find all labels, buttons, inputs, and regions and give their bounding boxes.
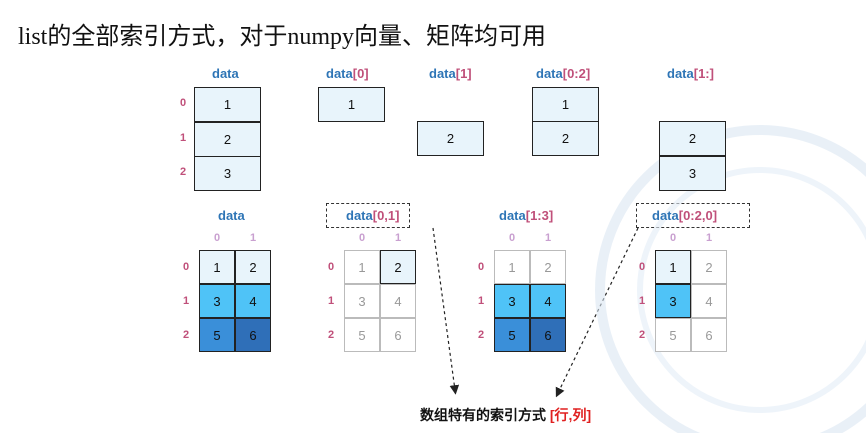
- matrix-0-col-index-0: 0: [213, 232, 221, 244]
- matrix-3-cell-2-0: 5: [655, 318, 691, 352]
- matrix-3-row-index-0: 0: [638, 261, 646, 273]
- vector-row-index-1: 1: [179, 132, 187, 144]
- vector-label-2-index: [1]: [455, 66, 472, 81]
- vector-label-4-base: data: [667, 66, 694, 81]
- highlight-box-0-1: [326, 203, 410, 228]
- vector-label-0-base: data: [212, 66, 239, 81]
- matrix-2-row-index-0: 0: [477, 261, 485, 273]
- matrix-3-cell-0-0: 1: [655, 250, 691, 284]
- matrix-label-2: data[1:3]: [499, 208, 553, 223]
- arrow-left: [432, 227, 460, 395]
- footnote: 数组特有的索引方式 [行,列]: [420, 405, 591, 425]
- matrix-1-cell-0-1: 2: [380, 250, 416, 284]
- matrix-1-cell-1-1: 4: [380, 284, 416, 318]
- vector-data-cell-2: 3: [194, 156, 261, 191]
- vector-label-3-base: data: [536, 66, 563, 81]
- matrix-2-col-index-1: 1: [544, 232, 552, 244]
- vector-label-3-index: [0:2]: [562, 66, 591, 81]
- matrix-3-cell-2-1: 6: [691, 318, 727, 352]
- vector-slice1end-cell-1: 3: [659, 156, 726, 191]
- vector-label-0: data: [212, 66, 239, 81]
- highlight-box-0-2-0: [636, 203, 750, 228]
- matrix-1-cell-2-1: 6: [380, 318, 416, 352]
- matrix-2-cell-0-1: 2: [530, 250, 566, 284]
- matrix-3-cell-0-1: 2: [691, 250, 727, 284]
- matrix-label-3-base: data: [652, 208, 679, 223]
- footnote-text: 数组特有的索引方式: [420, 407, 550, 423]
- matrix-label-2-index: [1:3]: [525, 208, 554, 223]
- matrix-label-3-index: [0:2,0]: [678, 208, 718, 223]
- matrix-label-0-base: data: [218, 208, 245, 223]
- matrix-label-3: data[0:2,0]: [652, 208, 717, 223]
- vector-data-cell-0: 1: [194, 87, 261, 122]
- matrix-1-row-index-1: 1: [327, 295, 335, 307]
- matrix-1-row-index-0: 0: [327, 261, 335, 273]
- matrix-1-col-index-0: 0: [358, 232, 366, 244]
- vector-label-2-base: data: [429, 66, 456, 81]
- matrix-0-row-index-2: 2: [182, 329, 190, 341]
- vector-label-1-index: [0]: [352, 66, 369, 81]
- footnote-highlight: [行,列]: [549, 407, 592, 423]
- vector-slice0-cell-0: 1: [318, 87, 385, 122]
- vector-label-4: data[1:]: [667, 66, 714, 81]
- matrix-0-col-index-1: 1: [249, 232, 257, 244]
- matrix-0-cell-0-1: 2: [235, 250, 271, 284]
- vector-slice1end-cell-0: 2: [659, 121, 726, 156]
- vector-label-4-index: [1:]: [693, 66, 714, 81]
- vector-row-index-2: 2: [179, 166, 187, 178]
- matrix-3-row-index-2: 2: [638, 329, 646, 341]
- vector-row-index-0: 0: [179, 97, 187, 109]
- matrix-3-col-index-0: 0: [669, 232, 677, 244]
- matrix-label-1-base: data: [346, 208, 373, 223]
- matrix-3-col-index-1: 1: [705, 232, 713, 244]
- matrix-2-cell-0-0: 1: [494, 250, 530, 284]
- matrix-2-row-index-2: 2: [477, 329, 485, 341]
- vector-slice02-cell-0: 1: [532, 87, 599, 122]
- matrix-0-cell-2-1: 6: [235, 318, 271, 352]
- matrix-1-cell-2-0: 5: [344, 318, 380, 352]
- matrix-2-cell-2-1: 6: [530, 318, 566, 352]
- matrix-3-cell-1-1: 4: [691, 284, 727, 318]
- vector-data-cell-1: 2: [194, 122, 261, 157]
- matrix-2-cell-1-0: 3: [494, 284, 530, 318]
- matrix-3-row-index-1: 1: [638, 295, 646, 307]
- vector-label-2: data[1]: [429, 66, 472, 81]
- matrix-1-cell-1-0: 3: [344, 284, 380, 318]
- vector-label-3: data[0:2]: [536, 66, 590, 81]
- matrix-label-2-base: data: [499, 208, 526, 223]
- matrix-0-row-index-0: 0: [182, 261, 190, 273]
- matrix-0-cell-1-1: 4: [235, 284, 271, 318]
- matrix-2-col-index-0: 0: [508, 232, 516, 244]
- matrix-1-cell-0-0: 1: [344, 250, 380, 284]
- matrix-0-row-index-1: 1: [182, 295, 190, 307]
- matrix-1-row-index-2: 2: [327, 329, 335, 341]
- vector-label-1-base: data: [326, 66, 353, 81]
- matrix-0-cell-1-0: 3: [199, 284, 235, 318]
- matrix-1-col-index-1: 1: [394, 232, 402, 244]
- vector-label-1: data[0]: [326, 66, 369, 81]
- vector-slice1-cell-0: 2: [417, 121, 484, 156]
- vector-slice02-cell-1: 2: [532, 121, 599, 156]
- matrix-2-cell-1-1: 4: [530, 284, 566, 318]
- matrix-2-cell-2-0: 5: [494, 318, 530, 352]
- matrix-0-cell-0-0: 1: [199, 250, 235, 284]
- watermark-seal: [595, 125, 866, 433]
- matrix-0-cell-2-0: 5: [199, 318, 235, 352]
- matrix-2-row-index-1: 1: [477, 295, 485, 307]
- page-title: list的全部索引方式，对于numpy向量、矩阵均可用: [18, 24, 547, 50]
- matrix-label-1-index: [0,1]: [372, 208, 400, 223]
- matrix-label-0: data: [218, 208, 245, 223]
- matrix-label-1: data[0,1]: [346, 208, 399, 223]
- matrix-3-cell-1-0: 3: [655, 284, 691, 318]
